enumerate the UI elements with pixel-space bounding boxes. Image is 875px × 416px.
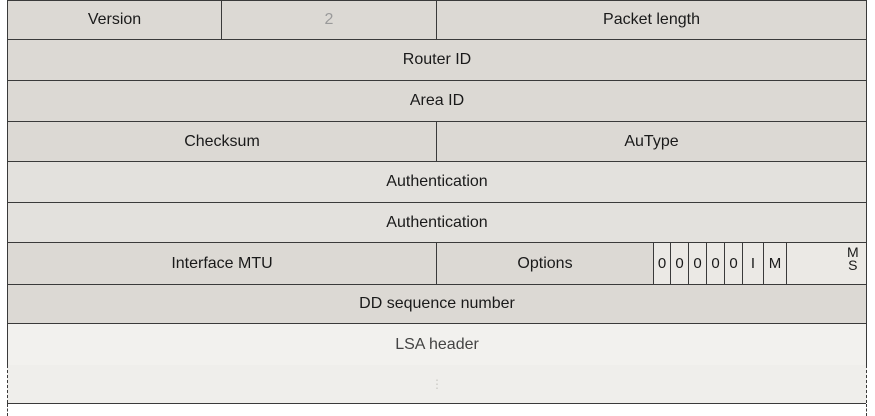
- flag-bit-0: 0: [653, 242, 671, 285]
- version-label: Version: [87, 11, 142, 28]
- interface-mtu-field: Interface MTU: [7, 242, 437, 285]
- options-field: Options: [436, 242, 654, 285]
- lsa-header-label: LSA header: [395, 335, 479, 353]
- flag-bit-2: 0: [688, 242, 707, 285]
- ellipsis-mark: ⋮: [431, 377, 443, 391]
- flag-bit-1: 0: [670, 242, 689, 285]
- type-field: 2: [221, 0, 437, 40]
- autype-field: AuType: [436, 121, 867, 162]
- flag-bit-i-label: I: [750, 255, 756, 272]
- flag-bit-2-label: 0: [693, 255, 702, 272]
- ms-top-label: M: [847, 244, 859, 260]
- packet-length-label: Packet length: [603, 11, 700, 28]
- router-id-field: Router ID: [7, 39, 867, 81]
- version-field: Version: [7, 0, 222, 40]
- flag-bit-4-label: 0: [729, 255, 738, 272]
- dd-sequence-number-label: DD sequence number: [359, 295, 515, 312]
- authentication-field-1: Authentication: [7, 161, 867, 203]
- authentication-field-2: Authentication: [7, 202, 867, 243]
- area-id-label: Area ID: [409, 92, 465, 109]
- bottom-divider: [7, 403, 866, 404]
- router-id-label: Router ID: [402, 51, 472, 68]
- flag-bit-0-label: 0: [657, 255, 667, 272]
- dd-sequence-number-field: DD sequence number: [7, 284, 867, 324]
- autype-label: AuType: [624, 132, 679, 150]
- continuation-tail: [7, 404, 867, 416]
- flag-bit-ms: M S: [786, 242, 867, 285]
- flag-bit-1-label: 0: [675, 255, 684, 272]
- authentication-label-1: Authentication: [386, 173, 488, 190]
- continuation-field: ⋮: [7, 365, 867, 403]
- area-id-field: Area ID: [7, 80, 867, 122]
- packet-length-field: Packet length: [436, 0, 867, 40]
- type-value: 2: [324, 11, 334, 28]
- ms-bottom-label: S: [848, 257, 858, 273]
- checksum-field: Checksum: [7, 121, 437, 162]
- options-label: Options: [517, 254, 573, 272]
- flag-bit-m-label: M: [768, 255, 782, 272]
- flag-bit-3: 0: [706, 242, 725, 285]
- interface-mtu-label: Interface MTU: [171, 254, 273, 272]
- flag-bit-4: 0: [724, 242, 743, 285]
- checksum-label: Checksum: [184, 132, 260, 150]
- flag-bit-3-label: 0: [711, 255, 720, 272]
- flag-bit-i: I: [742, 242, 764, 285]
- flag-bit-m: M: [763, 242, 787, 285]
- ms-bit-label: M S: [847, 244, 859, 273]
- authentication-label-2: Authentication: [386, 213, 488, 231]
- lsa-header-field: LSA header: [7, 323, 867, 366]
